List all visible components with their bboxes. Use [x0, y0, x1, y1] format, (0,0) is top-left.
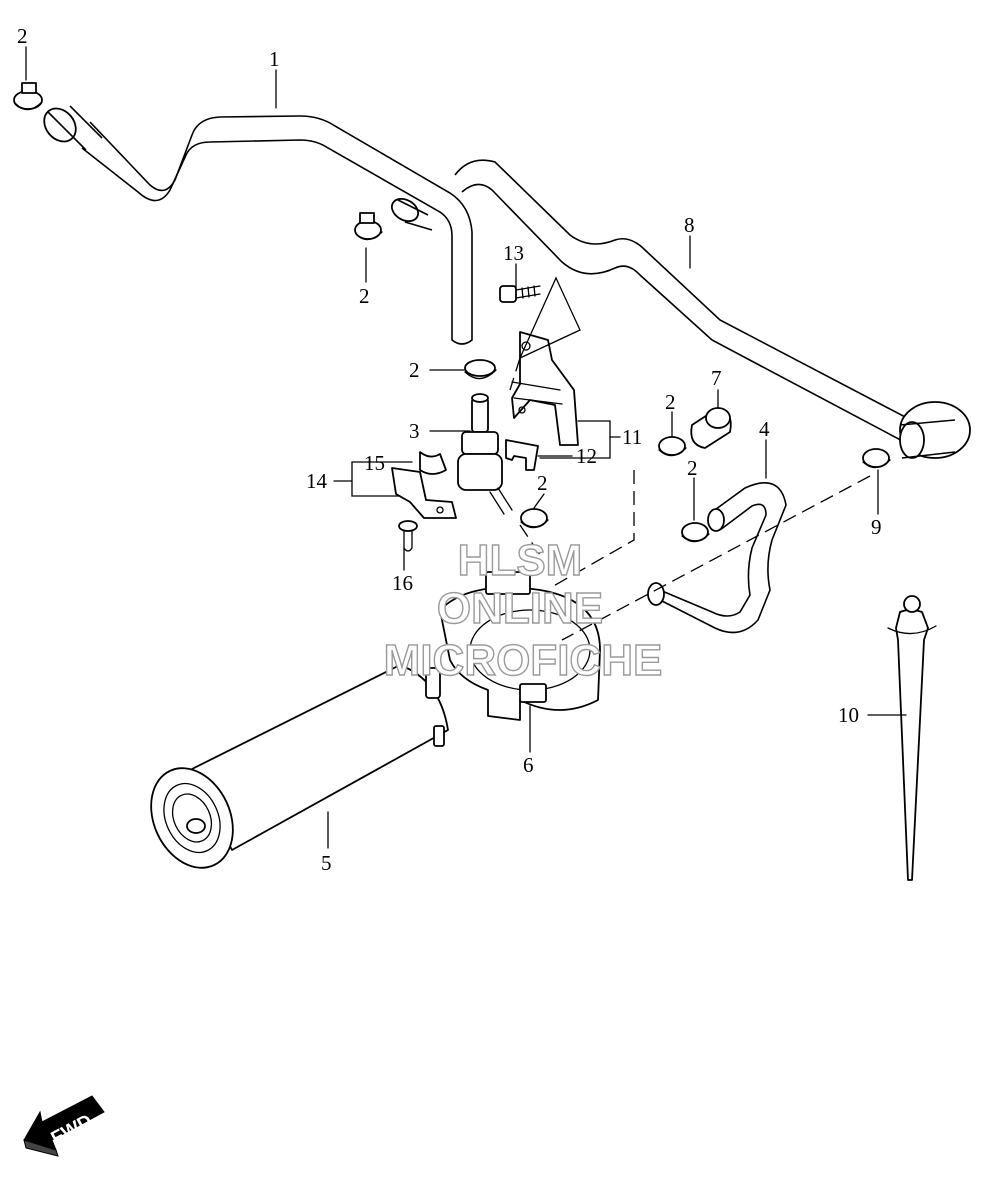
callout-2-right-a: 2 — [665, 390, 676, 414]
hose-1 — [43, 105, 473, 345]
callout-2-mid: 2 — [409, 358, 420, 382]
cable-tie-10 — [887, 595, 937, 881]
clamp-2-right-a — [658, 436, 687, 457]
callout-2-upper: 2 — [359, 284, 370, 308]
callout-15: 15 — [364, 451, 385, 475]
part-4-hose — [647, 482, 787, 634]
clamp-2-upper — [354, 212, 383, 241]
callout-9: 9 — [871, 515, 882, 539]
clamp-15 — [419, 451, 447, 475]
watermark-line-1: HLSM — [458, 536, 583, 585]
holder-6 — [439, 571, 601, 721]
callout-2-right-b: 2 — [687, 456, 698, 480]
bolt-13 — [499, 285, 541, 303]
callout-5: 5 — [321, 851, 332, 875]
clamp-2-right-b — [681, 522, 710, 543]
callout-4: 4 — [759, 417, 770, 441]
leader-lines — [25, 46, 907, 849]
clamp-14 — [391, 467, 457, 519]
clamp-9 — [862, 448, 891, 469]
hose-8 — [454, 159, 971, 459]
fwd-arrow-icon: FWD — [23, 1095, 105, 1157]
callout-11: 11 — [622, 425, 642, 449]
callout-10: 10 — [838, 703, 859, 727]
fuel-pump-5 — [150, 664, 449, 869]
callout-7: 7 — [711, 366, 722, 390]
clamp-2-top-left — [13, 82, 43, 111]
clamp-2-mid — [464, 359, 497, 380]
clip-12 — [505, 439, 539, 471]
watermark: HLSM ONLINE MICROFICHE — [383, 535, 663, 685]
callout-3: 3 — [409, 419, 420, 443]
part-7-hose — [690, 407, 732, 449]
callout-2-top-left: 2 — [17, 24, 28, 48]
callout-2-lower: 2 — [537, 471, 548, 495]
callout-14: 14 — [306, 469, 328, 493]
bracket-11 — [511, 331, 579, 446]
screw-16 — [398, 520, 418, 552]
clamp-2-lower — [520, 508, 549, 529]
callout-6: 6 — [523, 753, 534, 777]
watermark-line-2: ONLINE — [437, 584, 603, 633]
callout-13: 13 — [503, 241, 524, 265]
callout-numbers: 2 1 2 13 8 2 3 7 2 4 11 12 15 14 2 2 9 1… — [17, 24, 882, 875]
part-3-union — [457, 393, 513, 515]
watermark-line-3: MICROFICHE — [384, 636, 663, 685]
assembly-lines — [509, 276, 871, 641]
callout-1: 1 — [269, 47, 280, 71]
callout-8: 8 — [684, 213, 695, 237]
callout-16: 16 — [392, 571, 413, 595]
callout-12: 12 — [576, 444, 597, 468]
